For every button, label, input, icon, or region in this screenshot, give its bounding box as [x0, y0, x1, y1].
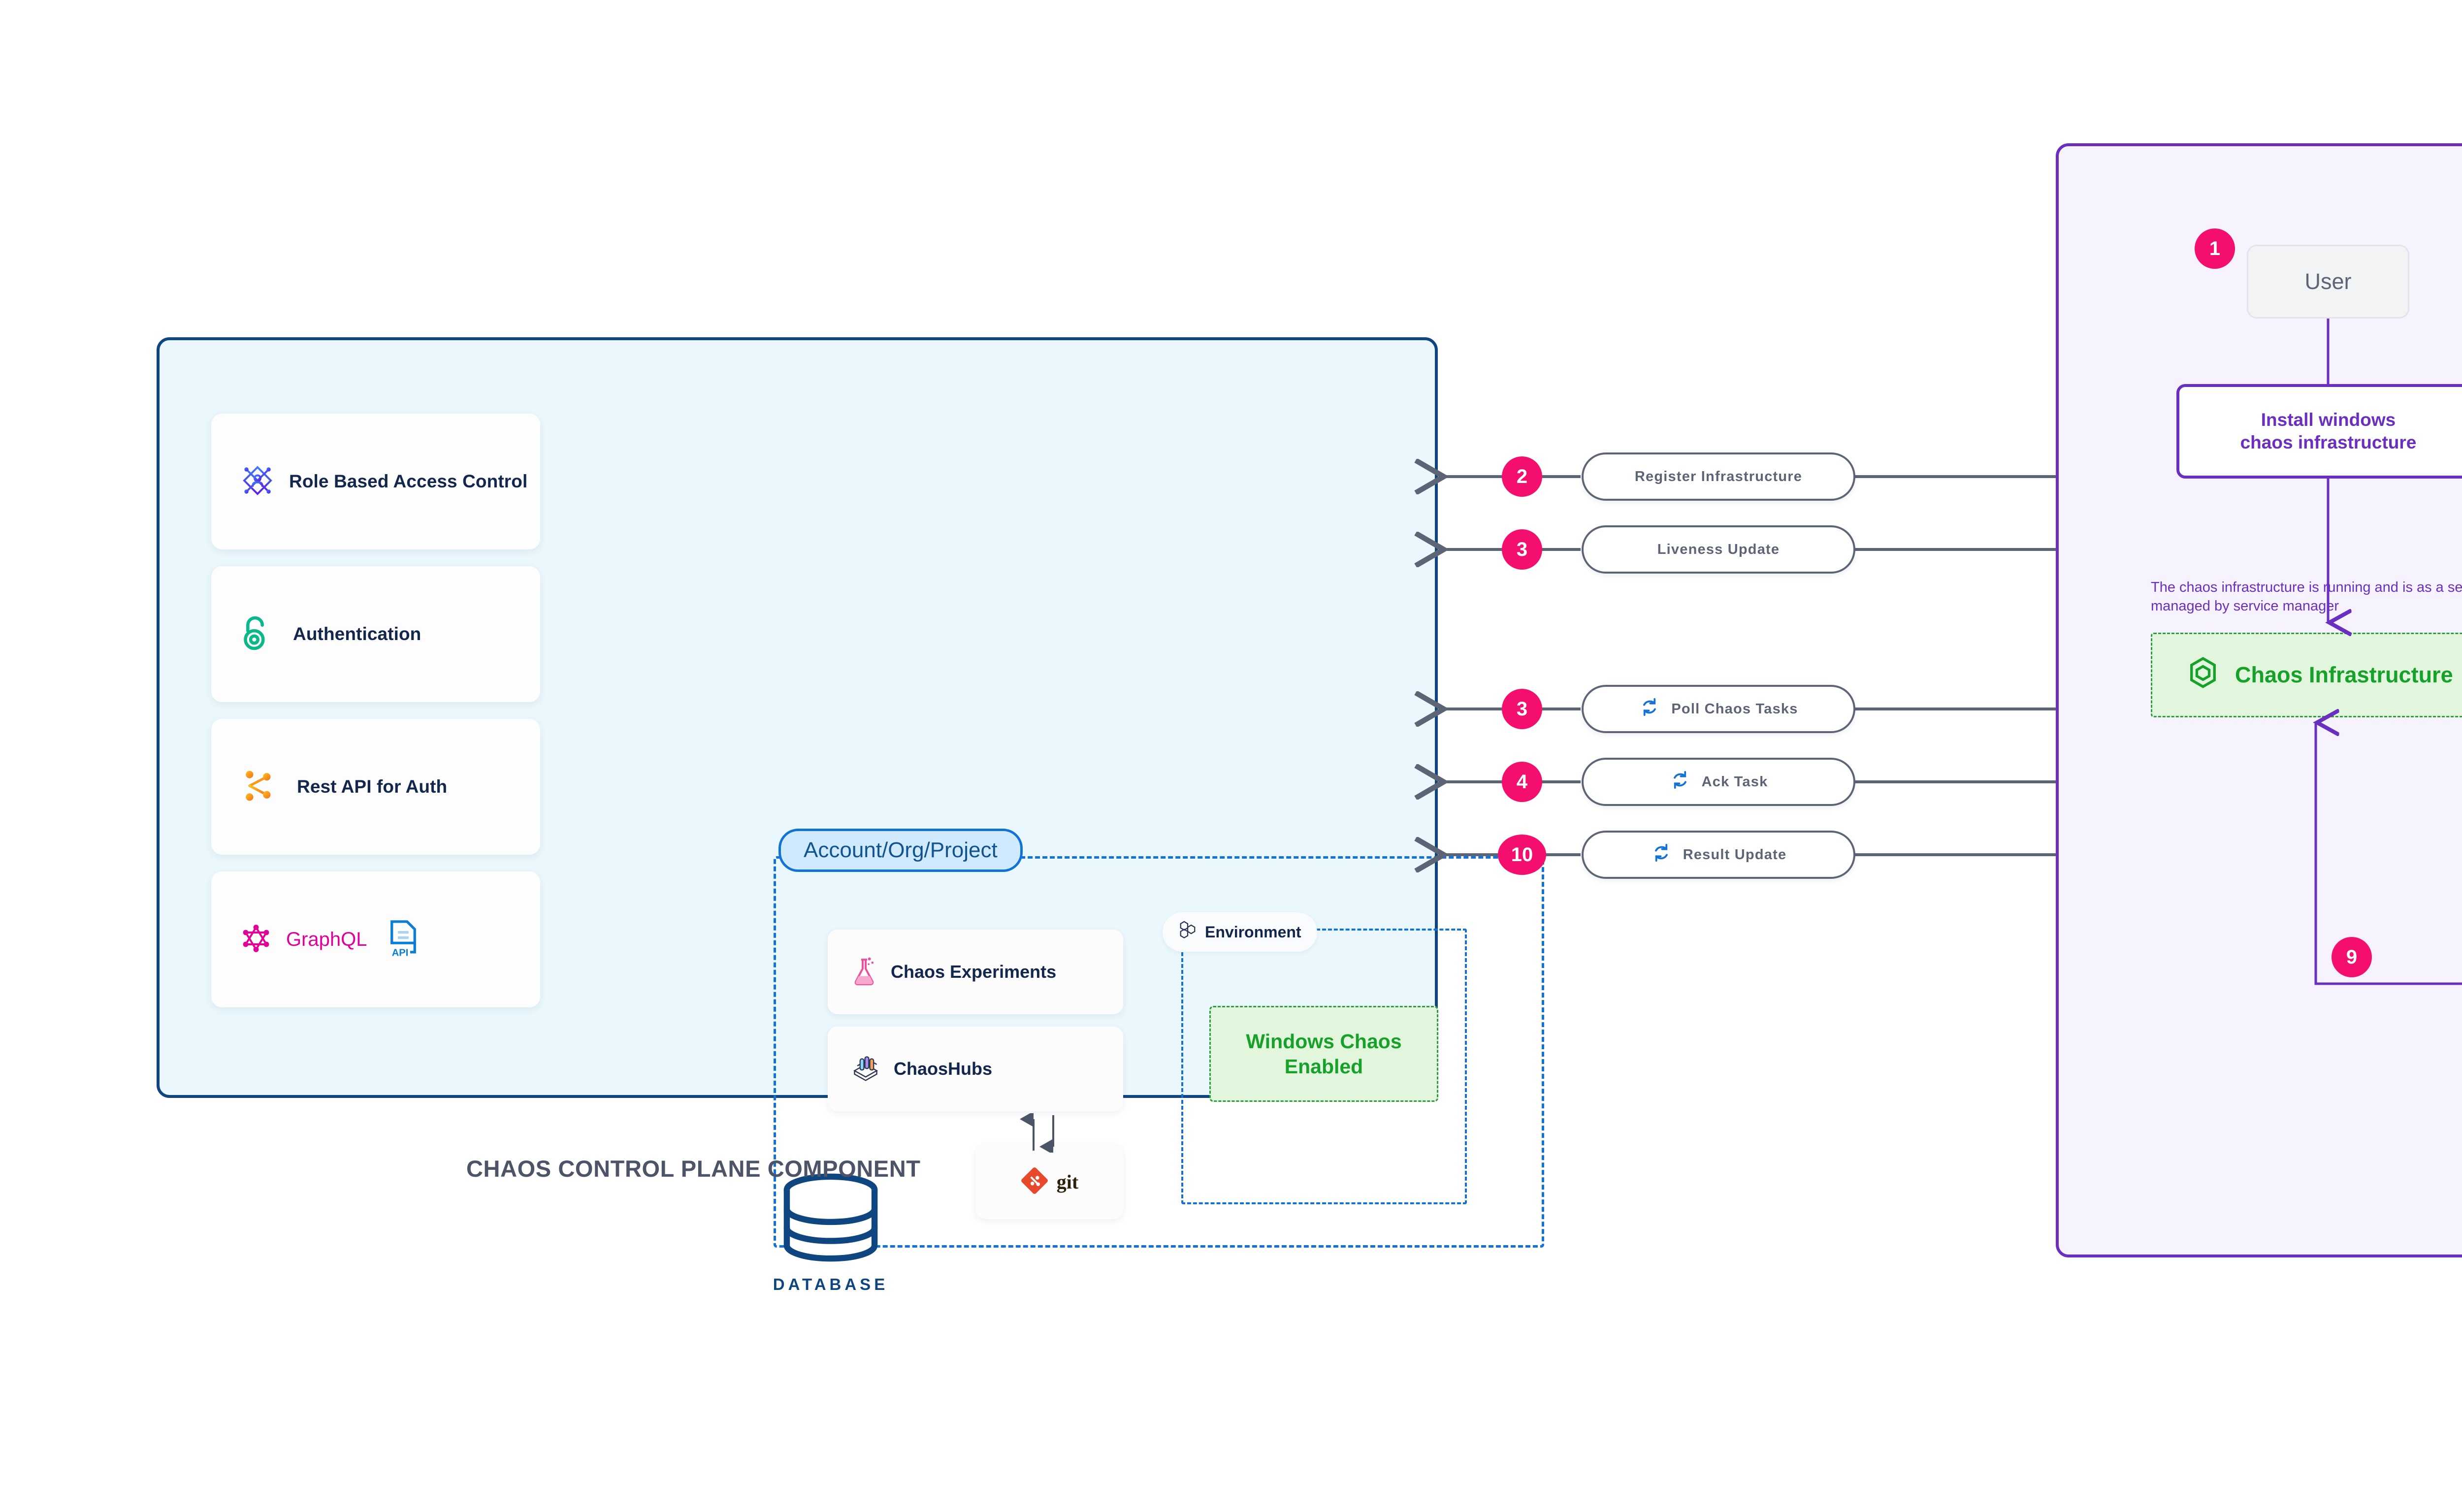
sync-icon: [1669, 769, 1691, 795]
connector-pill-register-infrastructure[interactable]: Register Infrastructure: [1582, 452, 1855, 501]
chaos-control-plane-panel: Role Based Access Control Authentication: [157, 337, 1544, 1293]
step-badge-ack-task: 4: [1502, 762, 1542, 802]
environment-pill[interactable]: Environment: [1163, 912, 1317, 952]
account-org-project-pill[interactable]: Account/Org/Project: [778, 829, 1023, 872]
windows-chaos-enabled-status: Windows Chaos Enabled: [1209, 1006, 1438, 1102]
chaos-infrastructure-label: Chaos Infrastructure: [2235, 662, 2453, 687]
service-card-label: Rest API for Auth: [297, 776, 448, 797]
graphql-icon: [240, 922, 272, 957]
step-badge-result-update: 10: [1498, 835, 1546, 875]
rbac-icon: [240, 463, 275, 501]
database-label: DATABASE: [773, 1275, 889, 1293]
connector-pill-ack-task[interactable]: Ack Task: [1582, 758, 1855, 806]
environment-pill-label: Environment: [1205, 923, 1301, 941]
connector-pill-liveness-update[interactable]: Liveness Update: [1582, 525, 1855, 574]
connector-label: Result Update: [1683, 846, 1787, 863]
account-org-project-container: [774, 856, 1544, 1248]
hexagon-cluster-icon: [1178, 920, 1197, 944]
database-graphic: DATABASE: [757, 1172, 905, 1294]
rest-api-icon: [240, 769, 274, 805]
authentication-lock-icon: [240, 614, 270, 654]
step-badge-9: 9: [2332, 937, 2372, 977]
user-node[interactable]: User: [2247, 245, 2409, 319]
service-card-rest-api[interactable]: Rest API for Auth: [211, 719, 540, 855]
step-badge-liveness-update: 3: [1502, 529, 1542, 570]
flask-icon: [850, 955, 878, 989]
service-card-authentication[interactable]: Authentication: [211, 566, 540, 702]
svg-text:API: API: [391, 947, 408, 957]
sync-icon: [1639, 696, 1660, 722]
database-icon: [783, 1173, 878, 1262]
step-badge-poll-chaos-tasks: 3: [1502, 689, 1542, 729]
git-sync-arrows: [1020, 1113, 1054, 1153]
inner-card-label: ChaosHubs: [894, 1059, 993, 1079]
card-chaos-experiments[interactable]: Chaos Experiments: [828, 930, 1123, 1014]
service-card-graphql[interactable]: GraphQL API: [211, 871, 540, 1007]
connector-label: Ack Task: [1701, 773, 1768, 790]
card-chaoshubs[interactable]: ChaosHubs: [828, 1027, 1123, 1111]
connector-pill-result-update[interactable]: Result Update: [1582, 831, 1855, 879]
install-windows-chaos-infrastructure-node[interactable]: Install windows chaos infrastructure: [2176, 384, 2462, 479]
environment-container: [1181, 929, 1467, 1204]
hexagon-ring-icon: [2188, 656, 2218, 695]
step-badge-1: 1: [2195, 228, 2235, 269]
connector-pill-poll-chaos-tasks[interactable]: Poll Chaos Tasks: [1582, 685, 1855, 733]
service-card-rbac[interactable]: Role Based Access Control: [211, 414, 540, 549]
service-card-label: Authentication: [293, 624, 421, 644]
test-tube-rack-icon: [850, 1053, 881, 1086]
card-git[interactable]: git: [975, 1144, 1123, 1219]
step-badge-register-infrastructure: 2: [1502, 456, 1542, 497]
service-card-label: GraphQL: [286, 928, 367, 950]
sync-icon: [1651, 842, 1672, 868]
git-icon: [1020, 1166, 1049, 1197]
connector-label: Register Infrastructure: [1634, 468, 1803, 484]
control-plane-caption: CHAOS CONTROL PLANE COMPONENT: [466, 1156, 921, 1182]
connector-label: Poll Chaos Tasks: [1671, 701, 1798, 717]
inner-card-label: Chaos Experiments: [891, 962, 1057, 982]
api-document-icon: API: [388, 919, 419, 960]
service-card-label: Role Based Access Control: [289, 471, 528, 491]
note-infrastructure: The chaos infrastructure is running and …: [2151, 579, 2462, 614]
inner-card-label: git: [1056, 1170, 1079, 1193]
chaos-infrastructure-node[interactable]: Chaos Infrastructure: [2151, 633, 2462, 717]
connector-label: Liveness Update: [1657, 541, 1780, 557]
